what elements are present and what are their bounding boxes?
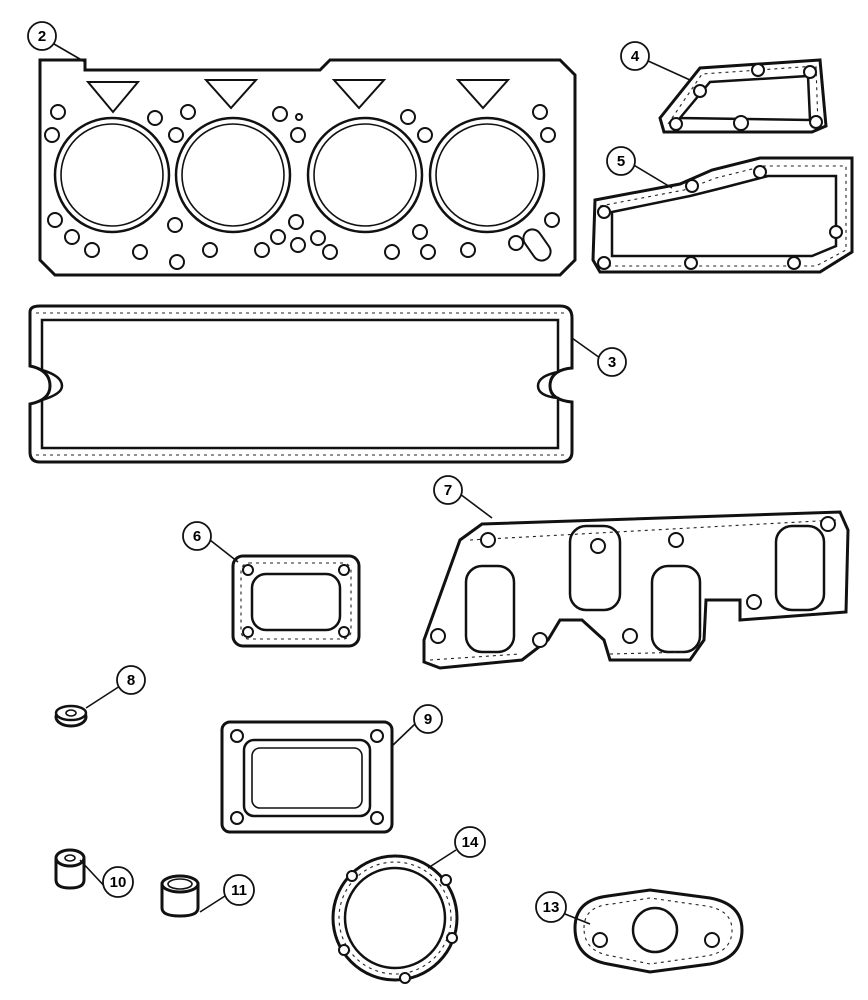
callout-10: 10	[79, 859, 134, 898]
bolt-holes	[44, 104, 560, 270]
callout-3: 3	[571, 337, 627, 377]
callout-label: 7	[444, 482, 452, 499]
coolant-slot	[85, 81, 141, 114]
cylinder-bore	[53, 116, 171, 234]
callout-11: 11	[199, 874, 255, 913]
part-13-oval-flange-gasket	[573, 888, 744, 974]
part-5-long-cover-gasket	[591, 156, 854, 274]
callout-2: 2	[27, 21, 86, 63]
callout-label: 5	[617, 153, 625, 170]
callout-label: 14	[462, 834, 479, 851]
callout-label: 2	[38, 28, 46, 45]
callout-9: 9	[391, 704, 443, 747]
cylinder-bore	[428, 116, 546, 234]
part-10-cap	[54, 848, 86, 890]
coolant-slot	[455, 79, 511, 110]
callout-label: 13	[543, 899, 560, 916]
callout-5: 5	[606, 146, 673, 189]
part-14-round-gasket	[331, 854, 459, 984]
part-7-manifold-gasket	[422, 510, 850, 670]
part-9-flange-gasket	[220, 720, 394, 834]
callout-label: 10	[110, 874, 127, 891]
callout-label: 6	[193, 528, 201, 545]
cylinder-bore	[306, 116, 424, 234]
callout-label: 9	[424, 711, 432, 728]
callout-label: 4	[631, 48, 640, 65]
part-6-square-gasket	[231, 554, 361, 648]
callout-label: 3	[608, 354, 616, 371]
callout-label: 11	[231, 882, 247, 899]
cylinder-bore	[174, 116, 292, 234]
coolant-slot	[203, 79, 259, 110]
callout-14: 14	[427, 826, 486, 869]
callout-6: 6	[182, 521, 239, 563]
part-8-seal	[54, 704, 88, 728]
callout-label: 8	[127, 672, 135, 689]
part-11-sleeve	[160, 874, 200, 918]
part-2-cylinder-head-gasket	[38, 58, 577, 277]
part-3-rocker-cover-gasket	[28, 304, 574, 464]
callout-13: 13	[535, 891, 591, 925]
callout-7: 7	[433, 475, 493, 519]
callout-4: 4	[620, 41, 691, 81]
callout-8: 8	[85, 665, 146, 709]
part-4-cover-gasket	[658, 58, 828, 134]
oil-passage-slot	[522, 228, 552, 262]
coolant-slot	[331, 79, 387, 110]
